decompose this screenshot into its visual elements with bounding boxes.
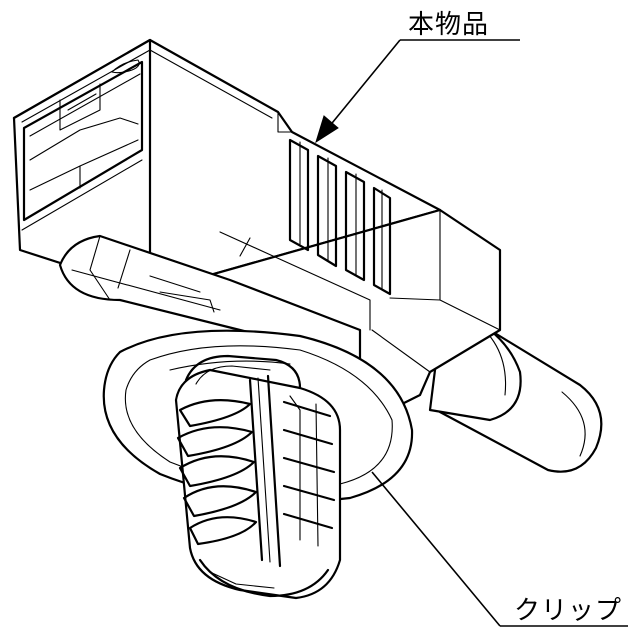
clip-leader: [372, 472, 500, 626]
clip-label: クリップ: [514, 590, 622, 627]
main-part-leader: [328, 40, 400, 128]
main-part-label: 本物品: [408, 4, 489, 41]
